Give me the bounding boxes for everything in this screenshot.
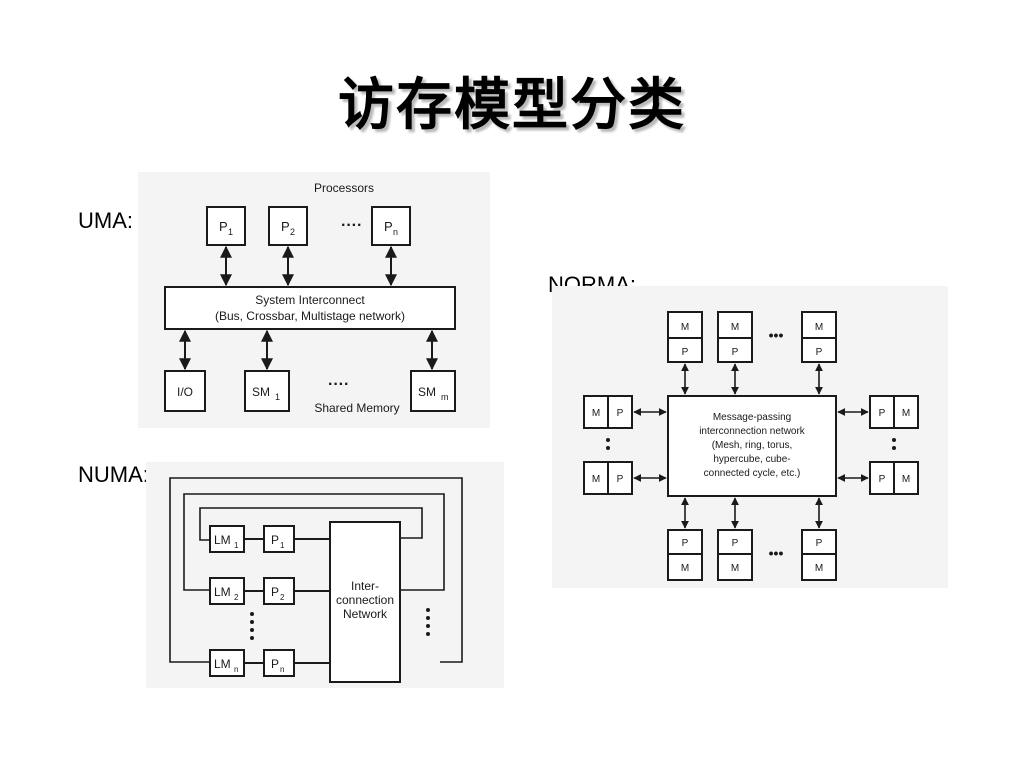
svg-text:P: P [617,408,624,419]
svg-text:m: m [441,392,449,402]
norma-top-node-1: M P [667,311,703,363]
svg-text:Message-passing: Message-passing [713,412,791,423]
norma-bottom-node-1: P M [667,529,703,581]
slide-title: 访存模型分类 [338,72,686,138]
uma-processor-2: P 2 [268,206,308,246]
uma-processor-ellipsis: ···· [341,217,362,234]
svg-text:P: P [816,538,823,549]
svg-text:M: M [902,408,910,419]
svg-text:M: M [592,408,600,419]
uma-io-box: I/O [164,370,206,412]
numa-local-memory-n: LM n [209,649,245,677]
uma-memory-ellipsis: ···· [328,376,349,393]
numa-processor-2: P 2 [263,577,295,605]
svg-text:System Interconnect: System Interconnect [255,293,365,307]
numa-outer-bus [169,477,463,663]
svg-text:interconnection network: interconnection network [699,426,806,437]
norma-right-node-2: P M [869,461,919,495]
svg-text:2: 2 [280,593,285,602]
numa-row-dots [250,612,254,640]
svg-text:P: P [879,474,886,485]
numa-inner-bus [199,507,423,541]
svg-text:SM: SM [418,385,436,399]
svg-text:P: P [271,657,279,671]
uma-system-interconnect: System Interconnect (Bus, Crossbar, Mult… [164,286,456,330]
svg-text:P: P [384,219,393,234]
svg-text:2: 2 [234,593,239,602]
svg-text:P: P [271,533,279,547]
svg-text:1: 1 [234,541,239,550]
svg-text:M: M [681,563,689,574]
svg-text:(Mesh, ring, torus,: (Mesh, ring, torus, [712,440,793,451]
svg-text:n: n [280,665,284,674]
numa-side-dots [426,608,430,636]
svg-text:1: 1 [280,541,285,550]
svg-text:LM: LM [214,585,231,599]
svg-text:connection: connection [336,593,394,607]
svg-text:P: P [879,408,886,419]
svg-text:n: n [393,227,398,237]
svg-text:n: n [234,665,238,674]
svg-text:P: P [732,347,739,358]
svg-text:P: P [816,347,823,358]
numa-processor-n: P n [263,649,295,677]
svg-text:P: P [271,585,279,599]
svg-text:connected cycle, etc.): connected cycle, etc.) [704,468,801,479]
norma-right-dots [892,438,896,450]
svg-text:M: M [815,563,823,574]
norma-message-passing-network: Message-passing interconnection network … [667,395,837,497]
uma-shared-memory-caption: Shared Memory [314,401,399,415]
svg-text:Network: Network [343,607,388,621]
norma-bottom-ellipsis: ••• [769,545,784,561]
uma-shared-memory-1: SM 1 [244,370,290,412]
svg-text:P: P [281,219,290,234]
svg-text:P: P [219,219,228,234]
norma-top-node-2: M P [717,311,753,363]
svg-text:P: P [682,347,689,358]
svg-text:SM: SM [252,385,270,399]
svg-text:2: 2 [290,227,295,237]
norma-top-ellipsis: ••• [769,327,784,343]
svg-text:M: M [902,474,910,485]
norma-left-dots [606,438,610,450]
norma-right-node-1: P M [869,395,919,429]
svg-text:LM: LM [214,533,231,547]
svg-text:I/O: I/O [177,385,193,399]
numa-label: NUMA: [78,462,149,487]
svg-text:M: M [731,563,739,574]
norma-bottom-node-3: P M [801,529,837,581]
uma-shared-memory-m: SM m [410,370,456,412]
norma-left-node-1: M P [583,395,633,429]
svg-text:1: 1 [275,392,280,402]
norma-left-node-2: M P [583,461,633,495]
svg-text:LM: LM [214,657,231,671]
svg-text:M: M [815,322,823,333]
numa-interconnection-network: Inter- connection Network [329,521,401,683]
uma-processor-n: P n [371,206,411,246]
norma-top-node-3: M P [801,311,837,363]
uma-processors-caption: Processors [314,181,374,195]
numa-local-memory-1: LM 1 [209,525,245,553]
svg-text:Inter-: Inter- [351,579,379,593]
svg-text:P: P [732,538,739,549]
uma-processor-1: P 1 [206,206,246,246]
uma-label: UMA: [78,208,133,233]
svg-text:1: 1 [228,227,233,237]
svg-text:M: M [592,474,600,485]
numa-middle-bus [183,493,445,591]
svg-text:M: M [681,322,689,333]
svg-text:P: P [617,474,624,485]
norma-bottom-node-2: P M [717,529,753,581]
svg-text:P: P [682,538,689,549]
svg-text:M: M [731,322,739,333]
svg-text:hypercube, cube-: hypercube, cube- [713,454,790,465]
svg-text:(Bus, Crossbar, Multistage net: (Bus, Crossbar, Multistage network) [215,309,405,323]
